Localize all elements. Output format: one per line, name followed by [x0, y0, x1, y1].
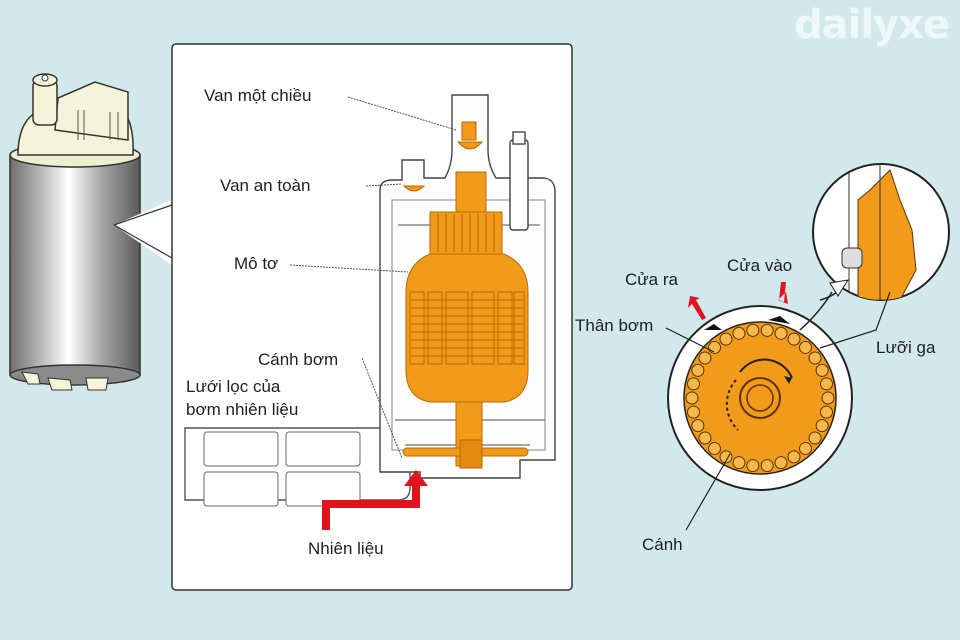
- impeller-tooth: [760, 459, 774, 473]
- leader-lines: [289, 96, 457, 459]
- impeller-tooth: [799, 340, 813, 354]
- magnified-detail: [799, 163, 950, 331]
- label-fuel: Nhiên liệu: [308, 539, 384, 558]
- impeller-tooth: [799, 442, 813, 456]
- impeller-tooth: [746, 323, 760, 337]
- label-impeller: Cánh bơm: [258, 350, 339, 369]
- impeller-tooth: [732, 456, 746, 470]
- label-filter-line2: bơm nhiên liệu: [186, 400, 299, 419]
- label-inlet: Cửa vào: [727, 256, 793, 275]
- impeller-tooth: [732, 326, 746, 340]
- port-arrows: [688, 282, 788, 320]
- impeller-tooth: [760, 323, 774, 337]
- impeller-tooth: [686, 377, 700, 391]
- label-relief-valve: Van an toàn: [220, 176, 311, 195]
- impeller-tooth: [821, 391, 835, 405]
- impeller-tooth: [707, 442, 721, 456]
- impeller-tooth: [698, 431, 712, 445]
- impeller-leaders: [665, 291, 891, 531]
- impeller-tooth: [774, 456, 788, 470]
- watermark-logo: dailyxe: [794, 2, 950, 48]
- impeller-tooth: [685, 391, 699, 405]
- impeller-tooth: [719, 332, 733, 346]
- label-filter-line1: Lưới lọc của: [186, 377, 281, 396]
- label-blade-groove: Lưỡi ga: [876, 338, 936, 357]
- label-pump-body: Thân bơm: [575, 316, 654, 335]
- label-outlet: Cửa ra: [625, 270, 678, 289]
- impeller-tooth: [691, 363, 705, 377]
- impeller-tooth: [719, 450, 733, 464]
- impeller-tooth: [808, 351, 822, 365]
- impeller-tooth: [815, 419, 829, 433]
- impeller-tooth: [820, 377, 834, 391]
- fuel-flow-arrow: [322, 470, 428, 530]
- label-check-valve: Van một chiều: [204, 86, 312, 105]
- impeller-tooth: [686, 405, 700, 419]
- impeller-tooth: [691, 419, 705, 433]
- fuel-filter: [184, 427, 411, 507]
- fuel-pump-exterior: [9, 73, 173, 391]
- impeller-tooth: [774, 326, 788, 340]
- impeller-cross-section: [667, 305, 853, 491]
- impeller-tooth: [815, 363, 829, 377]
- label-motor: Mô tơ: [234, 254, 279, 273]
- impeller-tooth: [707, 340, 721, 354]
- motor-armature: [402, 121, 529, 469]
- impeller-tooth: [746, 459, 760, 473]
- impeller-tooth: [808, 431, 822, 445]
- impeller-tooth: [820, 405, 834, 419]
- label-blade: Cánh: [642, 535, 683, 554]
- impeller-tooth: [787, 450, 801, 464]
- impeller-tooth: [698, 351, 712, 365]
- impeller-tooth: [787, 332, 801, 346]
